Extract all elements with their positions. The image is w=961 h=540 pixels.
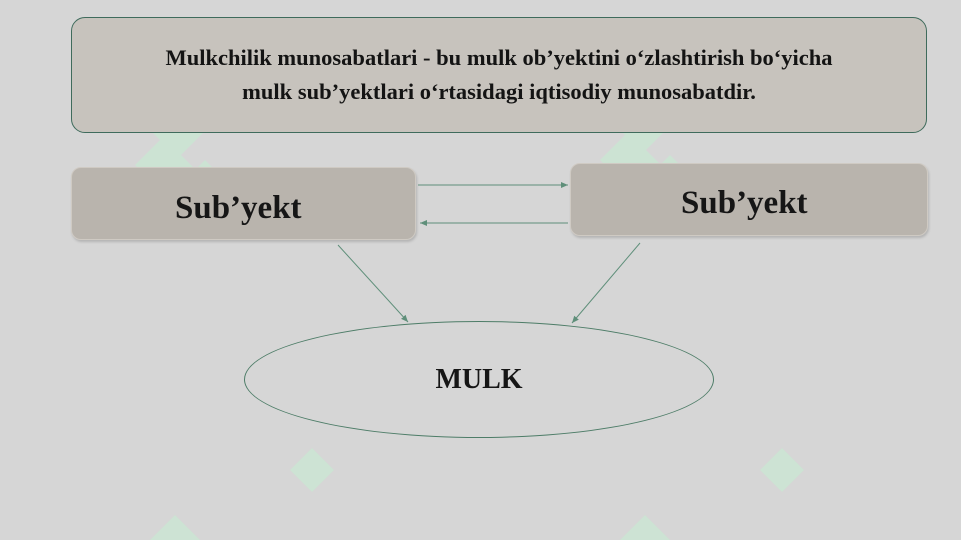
brand-logo-icon: [150, 448, 804, 540]
subject-left-box: Sub’yekt: [71, 167, 416, 240]
arrow-left-subject-to-mulk: [337, 244, 409, 323]
subject-right-label: Sub’yekt: [681, 185, 808, 221]
definition-text: Mulkchilik munosabatlari - bu mulk ob’ye…: [166, 41, 833, 109]
definition-line-2: mulk sub’yektlari o‘rtasidagi iqtisodiy …: [242, 79, 756, 104]
arrow-right-subject-to-mulk: [571, 242, 641, 324]
subject-left-label: Sub’yekt: [175, 190, 302, 226]
definition-line-1: Mulkchilik munosabatlari - bu mulk ob’ye…: [165, 45, 833, 70]
mulk-ellipse: MULK: [244, 321, 714, 438]
subject-right-box: Sub’yekt: [570, 163, 928, 236]
definition-box: Mulkchilik munosabatlari - bu mulk ob’ye…: [71, 17, 927, 133]
mulk-label: MULK: [435, 364, 523, 395]
